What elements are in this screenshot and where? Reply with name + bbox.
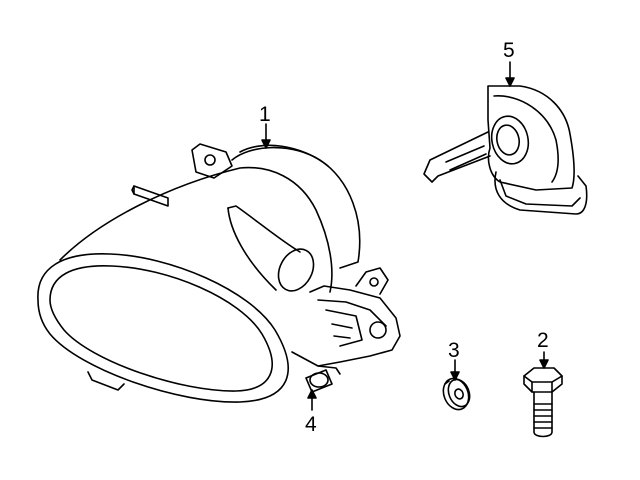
callout-5-label: 5 [503, 39, 515, 62]
callout-3-label: 3 [448, 339, 460, 362]
callout-1-leader [261, 123, 271, 149]
bulb [423, 85, 588, 215]
callout-1-label: 1 [259, 103, 271, 126]
callout-2-leader [539, 351, 549, 369]
callout-4-label: 4 [305, 413, 317, 436]
callout-3-leader [450, 359, 460, 381]
nut [442, 377, 471, 411]
callout-5-leader [505, 61, 515, 87]
fog-lamp-assembly [37, 143, 401, 403]
mounting-bolt [523, 367, 563, 438]
callout-2-label: 2 [537, 329, 549, 352]
callout-4-leader [307, 389, 317, 411]
